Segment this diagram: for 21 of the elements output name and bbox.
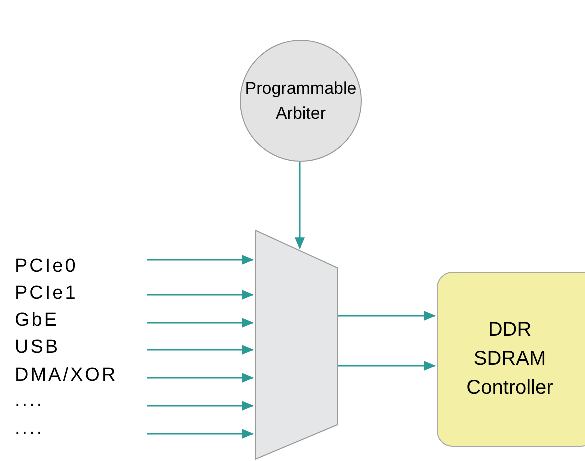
- arrow: [147, 429, 254, 439]
- port-label: ....: [15, 390, 44, 412]
- arrow: [147, 290, 254, 300]
- arrow: [295, 162, 305, 250]
- controller-box: [437, 272, 585, 447]
- controller-label: DDR SDRAM Controller: [466, 318, 554, 401]
- arrow: [147, 401, 254, 411]
- arrow: [147, 318, 254, 328]
- arrow: [147, 373, 254, 383]
- arrow: [338, 311, 436, 321]
- multiplexer-shape: [255, 230, 338, 460]
- port-label: ....: [15, 418, 44, 440]
- arbiter-label: Programmable Arbiter: [244, 78, 358, 125]
- arrow: [338, 361, 436, 371]
- port-label: DMA/XOR: [15, 365, 118, 387]
- port-label: GbE: [15, 310, 60, 332]
- arrow: [147, 255, 254, 265]
- port-label: PCIe1: [15, 283, 78, 305]
- arrow: [147, 345, 254, 355]
- port-label: PCIe0: [15, 256, 78, 278]
- port-label: USB: [15, 337, 60, 359]
